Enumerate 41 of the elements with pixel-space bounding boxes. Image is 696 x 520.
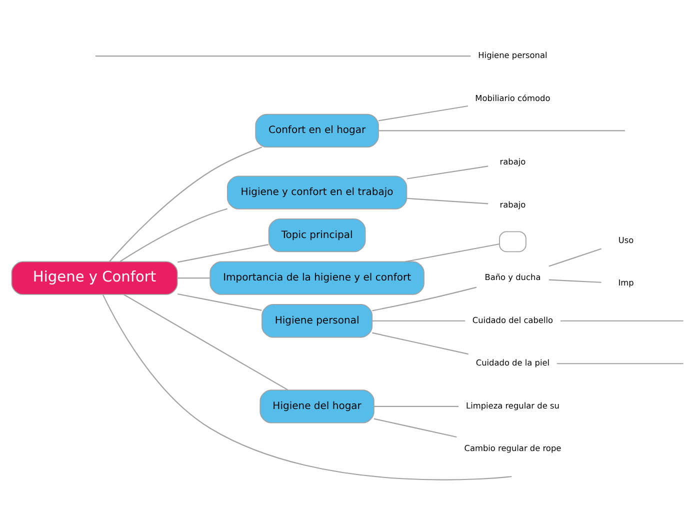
connector — [406, 166, 488, 180]
node-text: Cuidado de la piel — [476, 358, 550, 368]
connector — [102, 294, 512, 480]
node-text: Limpieza regular de su — [466, 400, 560, 410]
connector — [178, 293, 262, 311]
connector — [372, 320, 466, 322]
connector — [374, 418, 457, 438]
node-text: Cuidado del cabello — [472, 314, 554, 325]
connector — [378, 130, 625, 132]
node-text: Cambio regular de rope — [464, 443, 562, 454]
node-box: Confort en el hogar — [255, 114, 379, 148]
node-box: Higiene personal — [262, 304, 373, 338]
node-box: Higiene del hogar — [260, 390, 374, 424]
connector — [548, 248, 602, 267]
node-text: rabajo — [500, 156, 526, 167]
connector — [124, 294, 288, 390]
node-text: Baño y ducha — [484, 272, 541, 282]
node-text: Mobiliario cómodo — [475, 92, 550, 103]
node-text: Imp — [618, 278, 634, 288]
connector — [560, 320, 684, 322]
connector — [378, 105, 468, 122]
node-box: Higene y Confort — [11, 261, 178, 295]
connector — [178, 278, 210, 279]
connector — [96, 55, 471, 57]
connector — [556, 363, 684, 364]
connector — [178, 244, 269, 263]
connector — [372, 286, 477, 312]
connector — [405, 243, 500, 262]
connector — [109, 146, 262, 262]
node-text: rabajo — [500, 199, 526, 210]
connector — [372, 332, 468, 355]
connector — [374, 406, 459, 407]
node-text: Uso — [618, 234, 634, 245]
connector — [406, 198, 488, 204]
node-box: Higiene y confort en el trabajo — [226, 176, 408, 210]
connector — [548, 279, 602, 283]
node-box — [499, 231, 526, 252]
node-box: Topic principal — [268, 218, 366, 252]
connector — [120, 208, 228, 262]
node-text: Higiene personal — [478, 50, 548, 60]
node-box: Importancia de la higiene y el confort — [210, 261, 424, 295]
